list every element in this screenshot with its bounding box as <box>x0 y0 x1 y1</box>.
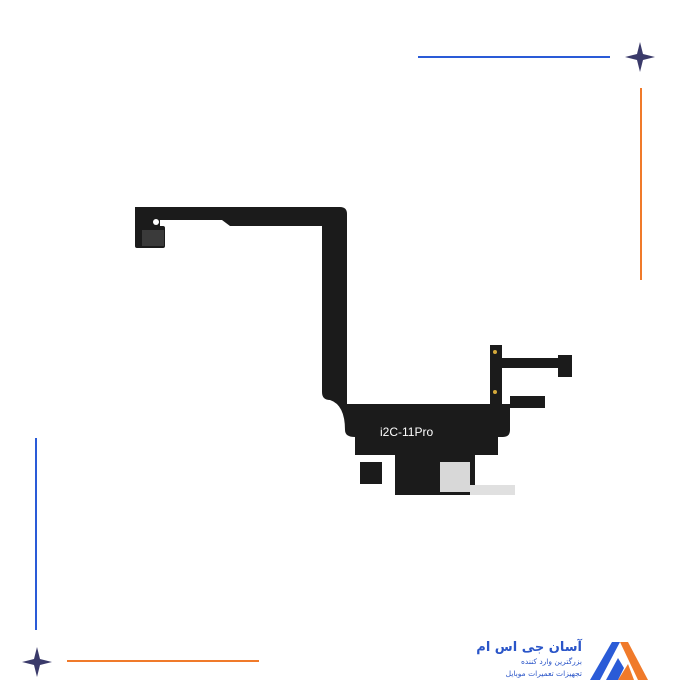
brand-logo-icon <box>590 642 648 680</box>
bottom-orange-line <box>67 660 259 662</box>
brand-tagline-2: تجهیزات تعمیرات موبایل <box>505 669 582 678</box>
sparkle-icon <box>625 42 655 72</box>
top-blue-line <box>418 56 610 58</box>
left-blue-line <box>35 438 37 630</box>
brand-text: آسان جی اس ام بزرگترین وارد کننده تجهیزا… <box>476 640 582 680</box>
brand-name: آسان جی اس ام <box>476 640 582 655</box>
connector <box>142 230 164 246</box>
flex-cable <box>135 207 572 495</box>
brand-tagline-1: بزرگترین وارد کننده <box>520 657 582 666</box>
sparkle-icon <box>22 647 52 677</box>
right-orange-line <box>640 88 642 280</box>
product-label: i2C-11Pro <box>380 425 434 439</box>
